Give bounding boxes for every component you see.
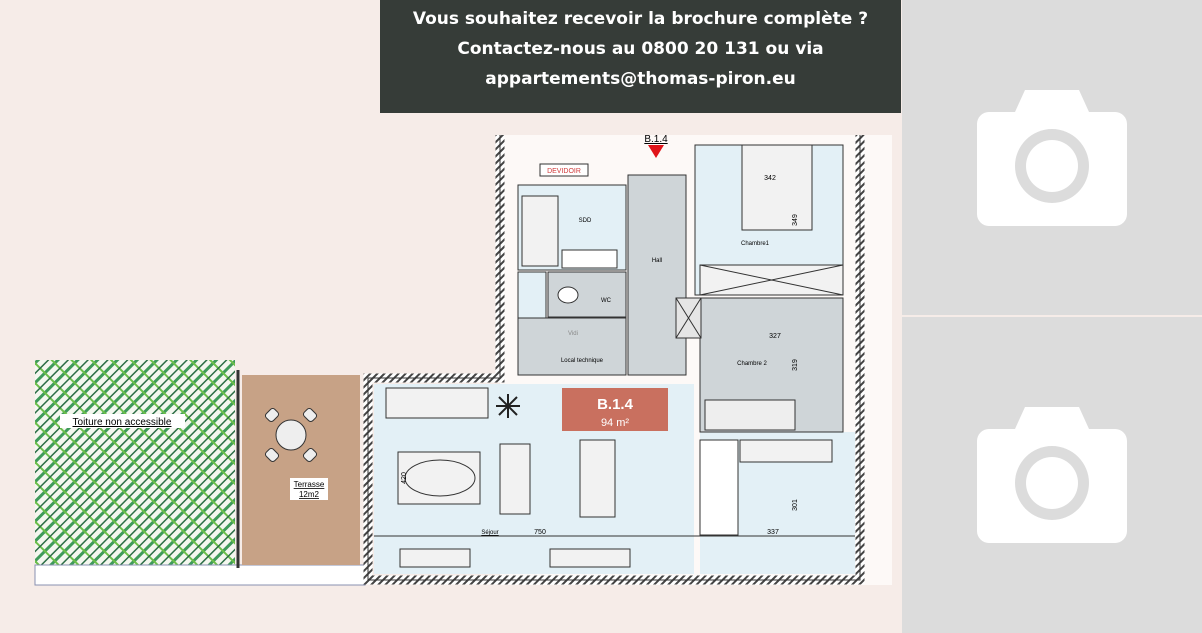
- room-local-technique: [517, 317, 627, 376]
- unit-badge: B.1.4 94 m²: [562, 388, 668, 431]
- room-label-local-technique: Local technique: [561, 358, 604, 364]
- photo-placeholder-1[interactable]: [902, 0, 1202, 315]
- room-label-sdd: SDD: [579, 218, 592, 224]
- room-label-chambre2: Chambre 2: [737, 361, 767, 367]
- dim-kitchen-depth: 301: [792, 499, 799, 511]
- dim-sejour-width: 750: [534, 529, 546, 536]
- dim-ch1-depth: 349: [792, 214, 799, 226]
- unit-code: B.1.4: [597, 396, 634, 413]
- roof-area: [35, 360, 235, 565]
- floor-plan: Terrasse 12m2 Toiture non accessible DEV…: [34, 134, 892, 586]
- devidoir-label: DEVIDOIR: [547, 168, 581, 175]
- banner-line-3[interactable]: appartements@thomas-piron.eu: [485, 69, 796, 89]
- dim-kitchen-width: 337: [767, 529, 779, 536]
- room-label-toiture: Toiture non accessible: [73, 417, 172, 428]
- table-icon: [264, 407, 318, 463]
- banner-line-1: Vous souhaitez recevoir la brochure comp…: [412, 9, 869, 29]
- room-label-vidi: Vidi: [568, 331, 578, 337]
- banner-line-2: Contactez-nous au 0800 20 131 ou via: [457, 39, 824, 59]
- dim-ch1-width: 342: [764, 175, 776, 182]
- room-label-terrasse: Terrasse: [294, 480, 325, 489]
- room-label-chambre1: Chambre1: [741, 241, 770, 247]
- camera-icon: [977, 89, 1127, 226]
- terrace-area-label: 12m2: [299, 490, 320, 499]
- dim-sejour-depth: 420: [401, 472, 408, 484]
- terrace-area: [242, 375, 360, 565]
- dim-ch2-depth: 319: [792, 359, 799, 371]
- dim-ch2-width: 327: [769, 333, 781, 340]
- room-label-sejour: Séjour: [481, 530, 498, 536]
- room-label-hall: Hall: [652, 258, 662, 264]
- photo-placeholder-2[interactable]: [902, 317, 1202, 633]
- camera-icon: [977, 407, 1127, 543]
- plant-icon: [496, 394, 520, 418]
- room-label-wc: WC: [601, 298, 612, 304]
- unit-top-label: B.1.4: [644, 134, 668, 145]
- brochure-banner: Vous souhaitez recevoir la brochure comp…: [380, 0, 901, 113]
- unit-area: 94 m²: [601, 417, 629, 429]
- room-hall: [627, 174, 687, 376]
